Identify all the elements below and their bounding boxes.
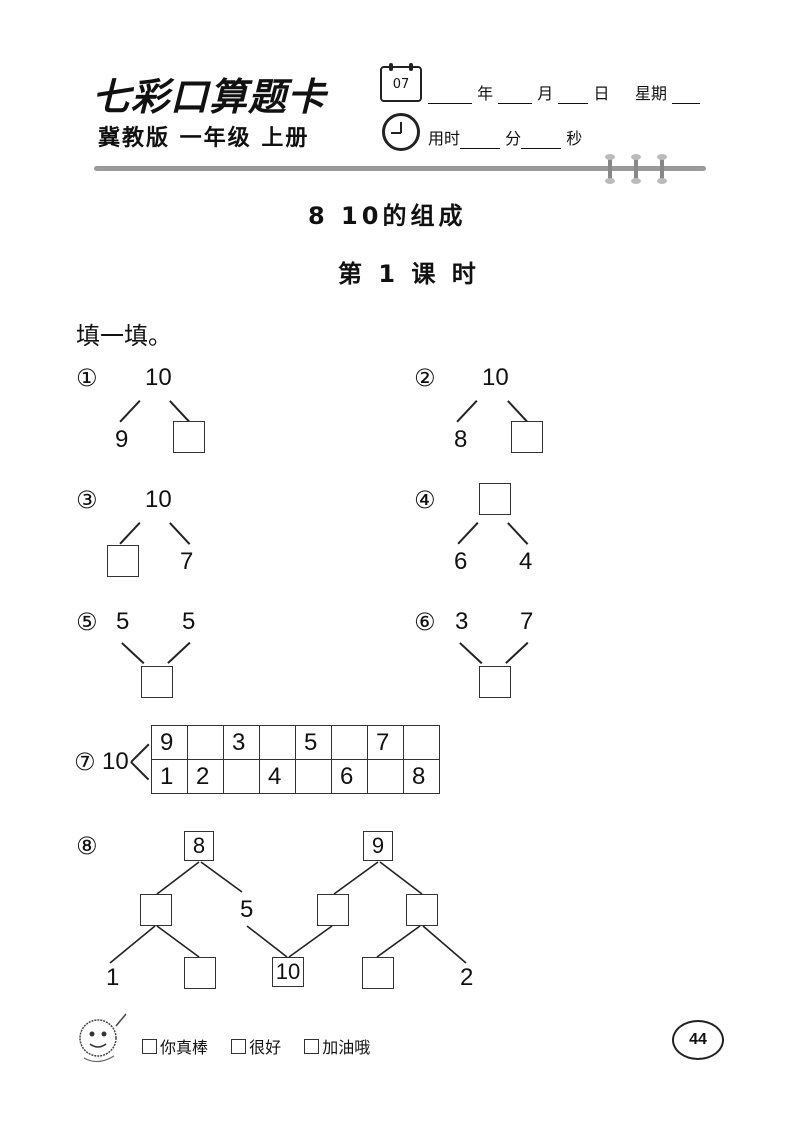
answer-box[interactable] <box>406 894 438 926</box>
lesson-title: 第 1 课 时 <box>338 260 480 288</box>
problem-marker: ⑦ <box>74 748 96 776</box>
problem-marker: ⑤ <box>76 608 98 636</box>
answer-box[interactable] <box>173 421 205 453</box>
table-cell: 2 <box>187 759 224 794</box>
calendar-icon: 07 <box>380 63 422 102</box>
part-number: 4 <box>519 548 533 575</box>
time-used-label: 用时 <box>428 129 461 148</box>
table-cell: 6 <box>331 759 368 794</box>
part-number: 9 <box>115 426 129 453</box>
table-cell: 1 <box>151 759 188 794</box>
table-cell: 7 <box>367 725 404 760</box>
checkbox-icon[interactable] <box>142 1039 157 1054</box>
header-divider <box>94 166 706 171</box>
part-number: 3 <box>455 608 469 635</box>
day-label: 日 <box>593 84 610 103</box>
date-line: 年 月 日 星期 <box>428 80 701 104</box>
checkbox-icon[interactable] <box>304 1039 320 1054</box>
answer-box[interactable] <box>140 894 172 926</box>
table-cell[interactable] <box>367 759 404 794</box>
answer-box[interactable] <box>511 421 543 453</box>
table-row: 1 2 4 6 8 <box>151 759 440 794</box>
time-line: 用时 分 秒 <box>428 125 582 149</box>
rating-option-keep-going[interactable]: 加油哦 <box>304 1038 370 1057</box>
middle-box: 10 <box>272 957 304 987</box>
rating-option-good[interactable]: 很好 <box>231 1038 281 1057</box>
table-cell[interactable] <box>259 725 296 760</box>
left-root-box: 8 <box>184 831 214 861</box>
checkbox-icon[interactable] <box>231 1039 247 1054</box>
problem-marker: ③ <box>76 486 98 514</box>
binder-pin <box>631 154 641 184</box>
second-label: 秒 <box>566 129 583 148</box>
binder-pin <box>605 154 615 184</box>
answer-box[interactable] <box>141 666 173 698</box>
table-cell: 8 <box>403 759 440 794</box>
year-label: 年 <box>477 84 494 103</box>
weekday-label: 星期 <box>634 84 667 103</box>
whole-number: 10 <box>482 364 509 391</box>
part-number: 5 <box>116 608 130 635</box>
decomposition-table: 9 3 5 7 1 2 4 6 8 <box>151 725 440 794</box>
problem-marker: ④ <box>414 486 436 514</box>
table-row: 9 3 5 7 <box>151 725 440 760</box>
leaf-number: 1 <box>106 964 120 991</box>
answer-box[interactable] <box>107 545 139 577</box>
problem-marker: ① <box>76 364 98 392</box>
right-root-box: 9 <box>363 831 393 861</box>
part-number: 8 <box>454 426 468 453</box>
edition-label: 冀教版 一年级 上册 <box>98 126 310 151</box>
month-label: 月 <box>537 84 554 103</box>
answer-box[interactable] <box>362 957 394 989</box>
problem-marker: ⑧ <box>76 832 98 860</box>
section-title: 8 10的组成 <box>308 202 467 230</box>
table-cell[interactable] <box>331 725 368 760</box>
part-number: 5 <box>182 608 196 635</box>
calendar-day: 07 <box>392 77 410 92</box>
brand-title: 七彩口算题卡 <box>92 74 327 119</box>
whole-number: 10 <box>145 486 172 513</box>
whole-number: 10 <box>102 748 129 775</box>
answer-box[interactable] <box>479 483 511 515</box>
answer-box[interactable] <box>317 894 349 926</box>
mascot-icon <box>79 1013 127 1063</box>
table-cell: 5 <box>295 725 332 760</box>
side-number: 5 <box>240 896 254 923</box>
page-number: 44 <box>672 1020 724 1060</box>
answer-box[interactable] <box>184 957 216 989</box>
whole-number: 10 <box>145 364 172 391</box>
part-number: 7 <box>520 608 534 635</box>
table-cell: 4 <box>259 759 296 794</box>
part-number: 7 <box>180 548 194 575</box>
table-cell[interactable] <box>295 759 332 794</box>
problem-marker: ⑥ <box>414 608 436 636</box>
instruction: 填一填。 <box>76 322 172 350</box>
clock-icon <box>382 113 420 151</box>
answer-box[interactable] <box>479 666 511 698</box>
minute-label: 分 <box>505 129 522 148</box>
leaf-number: 2 <box>460 964 474 991</box>
rating-options: 你真棒 很好 加油哦 <box>142 1034 388 1058</box>
binder-pin <box>657 154 667 184</box>
problem-marker: ② <box>414 364 436 392</box>
rating-option-great[interactable]: 你真棒 <box>142 1038 208 1057</box>
part-number: 6 <box>454 548 468 575</box>
